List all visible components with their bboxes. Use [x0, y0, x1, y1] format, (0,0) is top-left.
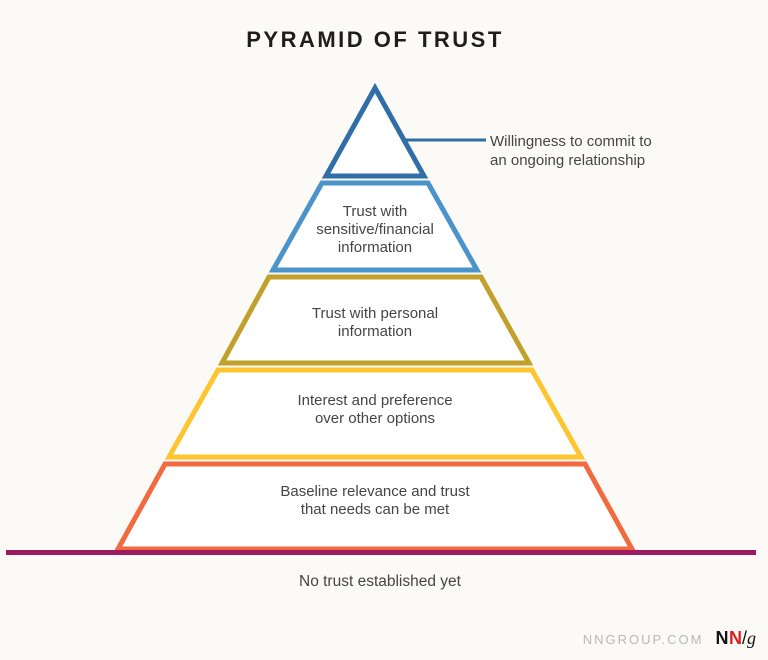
website-name: NNGROUP.COM — [582, 632, 704, 647]
nng-logo-n1: N — [715, 628, 729, 648]
level-baseline-shape — [113, 461, 637, 552]
nng-logo-n2: N — [728, 628, 742, 648]
ground-label: No trust established yet — [299, 573, 461, 590]
nng-logo: NN/g — [715, 628, 756, 649]
nng-logo-slash: / — [741, 628, 747, 648]
level-preference-label: Interest and preference over other optio… — [297, 392, 453, 427]
level-sensitive-info-shape — [268, 180, 482, 273]
level-sensitive-info-label: Trust with sensitive/financial informati… — [316, 203, 434, 256]
level-commitment-shape — [321, 82, 429, 179]
page-title: PYRAMID OF TRUST — [246, 27, 504, 52]
footer: NNGROUP.COM NN/g — [583, 628, 756, 649]
callout-label: Willingness to commit to an ongoing rela… — [490, 133, 652, 169]
level-preference-shape — [164, 367, 586, 460]
level-personal-info-shape — [217, 274, 534, 366]
nng-logo-g: g — [747, 628, 756, 648]
ground-line — [6, 550, 756, 555]
level-personal-info-label: Trust with personal information — [311, 305, 439, 340]
level-baseline-label: Baseline relevance and trust that needs … — [280, 483, 470, 518]
